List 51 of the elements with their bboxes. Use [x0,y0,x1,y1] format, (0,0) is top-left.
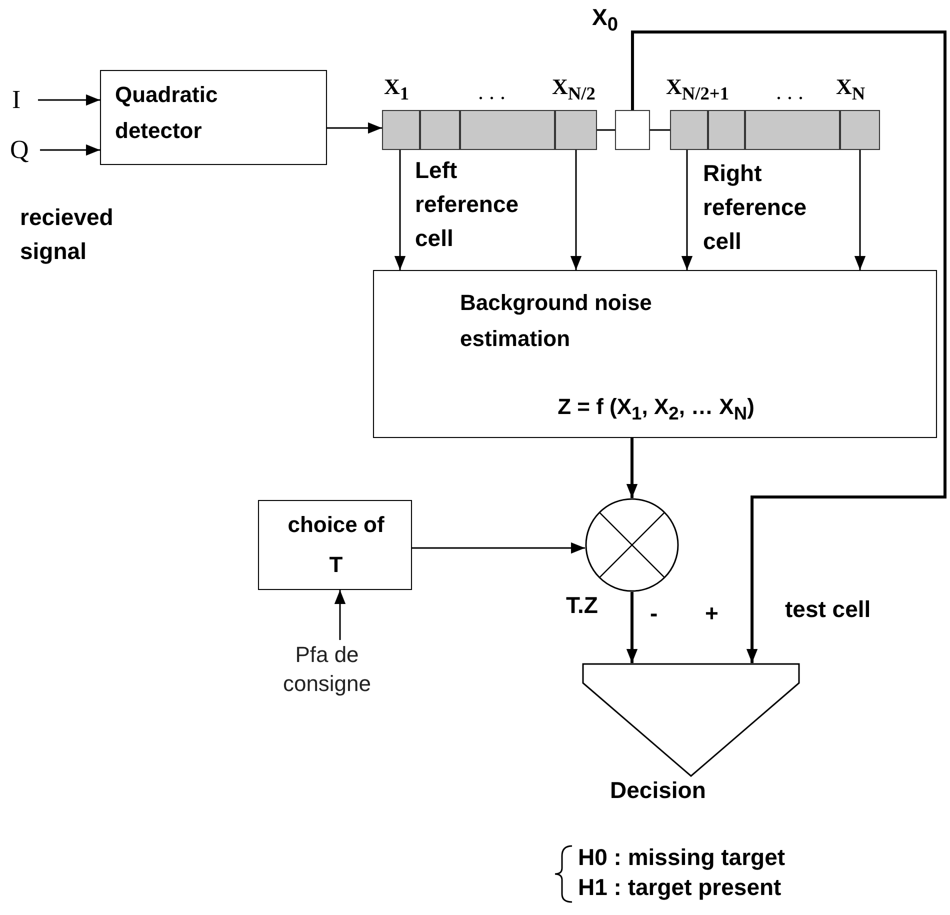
input-label: Pfa de consigne [262,640,392,706]
arrow [38,94,100,106]
register-cell [555,110,597,150]
arrow [681,150,693,270]
register-cell [382,110,420,150]
process-box [258,500,412,590]
arrow [570,150,582,270]
register-cell [670,110,708,150]
arrow [327,122,382,134]
arrow [394,150,406,270]
box-text: Z = f (X$_{1}$, X$_{2}$, … X$_{N}$) [556,393,756,426]
register-cell [460,110,555,150]
register-cell [420,110,460,150]
process-box [100,70,327,165]
arrow [334,590,346,640]
signal-label: I [12,86,38,114]
output-label: Decision [610,777,706,804]
arrow [626,592,638,663]
cell-label: X$_{N}$ [836,74,866,104]
register-cell [708,110,745,150]
connector-line [650,129,670,131]
signal-label: X$_{0}$ [592,4,618,37]
register-cell [745,110,840,150]
arrow [412,542,585,554]
comparator-symbol [582,663,800,777]
group-label: Right reference cell [703,159,808,256]
multiplier-symbol [585,498,679,592]
connector-line [597,129,615,131]
ellipsis: . . . [776,78,804,106]
arrow [854,150,866,270]
arrow [626,438,638,498]
test-cell [615,110,650,150]
ellipsis: . . . [478,78,506,106]
group-label: Left reference cell [415,156,520,253]
hypothesis-text: H1 : target present [578,873,782,902]
box-text: choice of T [286,511,386,579]
cell-label: X$_{N/2}$ [552,74,596,104]
process-box [373,270,937,438]
sign-label: - [650,599,659,628]
arrow [631,30,946,663]
cell-label: X$_{1}$ [384,74,410,104]
signal-label: recieved signal [20,203,114,266]
signal-label: test cell [785,595,872,624]
register-cell [840,110,880,150]
sign-label: + [705,599,720,628]
hypothesis-text: H0 : missing target [578,843,786,872]
box-text: Background noise estimation [460,289,653,353]
cell-label: X$_{N/2+1}$ [666,74,729,104]
signal-label: Q [10,136,40,164]
box-text: Quadratic detector [115,81,219,145]
arrow [40,144,100,156]
